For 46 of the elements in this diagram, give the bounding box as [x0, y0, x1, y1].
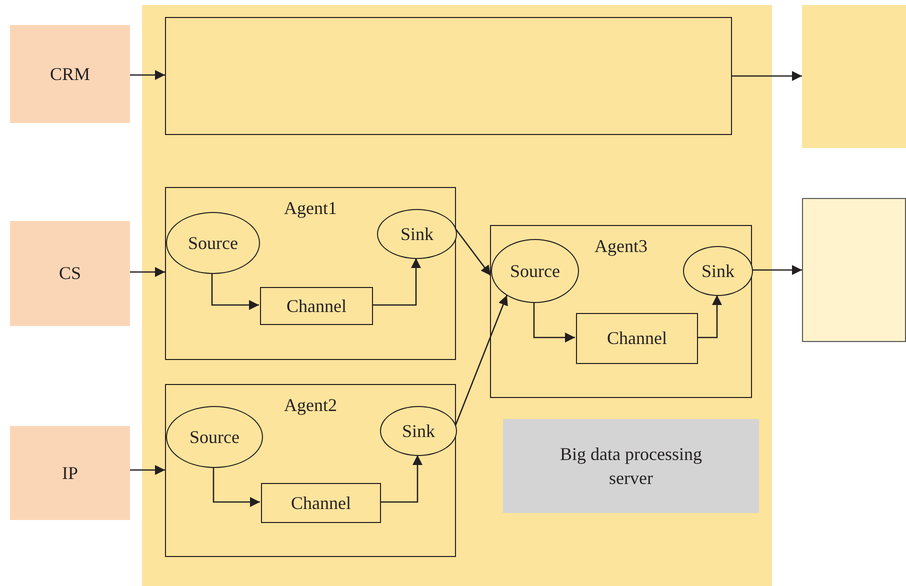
arrow [454, 228, 492, 276]
source-box [10, 426, 130, 520]
channel-box [261, 483, 381, 523]
node-label: Channel [291, 492, 351, 515]
arrow [454, 294, 508, 426]
source-box [10, 221, 130, 326]
node-label: Source [188, 232, 238, 255]
arrow [130, 70, 165, 80]
node-label: CRM [50, 62, 90, 86]
arrow [752, 265, 802, 275]
node-label: Source [190, 426, 240, 449]
channel-box [260, 287, 373, 325]
sink-ellipse [380, 406, 457, 456]
arrow [380, 455, 422, 503]
node-label: CS [58, 262, 82, 286]
node-label: Sink [402, 420, 435, 443]
node-label: IP [62, 462, 78, 485]
agent-title: Agent1 [284, 197, 337, 220]
arrow [130, 267, 165, 277]
node-label: Sink [400, 222, 434, 246]
sink-ellipse [683, 246, 753, 296]
target-box [802, 198, 906, 342]
agent-box [165, 187, 456, 360]
node-label: Channel [607, 327, 667, 350]
channel-box [576, 313, 698, 364]
arrow [211, 273, 259, 310]
agent-box [490, 225, 752, 398]
arrow [697, 295, 722, 338]
agent-title: Agent3 [594, 235, 648, 258]
node-label: Source [510, 260, 560, 283]
agent-box [165, 384, 456, 557]
node-label: Big data processing server [559, 442, 703, 490]
sink-ellipse [377, 209, 457, 259]
source-box [10, 25, 130, 123]
server-panel [142, 5, 772, 586]
target-box [802, 5, 906, 148]
process-box [165, 17, 732, 135]
arrow [372, 258, 421, 306]
node-label: Sink [701, 260, 734, 283]
arrow [732, 71, 802, 81]
server-label-box [503, 419, 759, 513]
node-label: Channel [286, 294, 346, 318]
arrow [130, 465, 165, 475]
arrow [212, 467, 260, 507]
arrow [533, 302, 575, 342]
agent-title: Agent2 [284, 394, 337, 417]
